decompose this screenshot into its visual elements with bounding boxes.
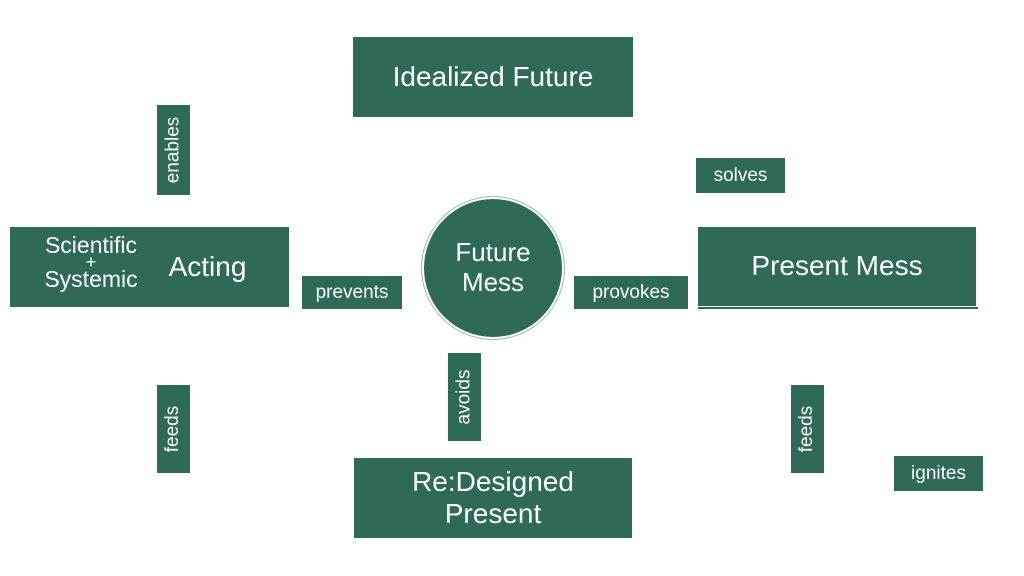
edge-label-solves: solves [696, 158, 785, 193]
node-present-mess-label: Present Mess [751, 250, 923, 282]
node-acting [10, 227, 289, 307]
node-future-mess: Future Mess [424, 199, 562, 337]
node-idealized-future: Idealized Future [353, 37, 633, 117]
node-redesigned-present-line2: Present [444, 498, 542, 529]
edge-label-provokes-text: provokes [592, 281, 670, 303]
edge-label-ignites-text: ignites [911, 462, 966, 484]
edge-label-provokes: provokes [574, 276, 688, 309]
acting-qualifier: Scientific + Systemic [26, 234, 156, 291]
edge-label-feeds-right-text: feeds [796, 405, 818, 453]
acting-qualifier-systemic: Systemic [44, 265, 138, 292]
node-present-mess-underline [698, 307, 978, 309]
edge-label-prevents: prevents [302, 276, 402, 309]
edge-label-prevents-text: prevents [315, 281, 389, 303]
node-future-mess-line1: Future [455, 237, 531, 268]
node-acting-label: Acting [168, 251, 247, 282]
edge-label-solves-text: solves [713, 164, 768, 186]
node-redesigned-present-line1: Re:Designed [412, 465, 574, 497]
node-redesigned-present: Re:Designed Present [354, 458, 632, 538]
edge-label-avoids-text: avoids [453, 369, 475, 425]
edge-label-feeds-left-text: feeds [162, 405, 184, 453]
edge-label-feeds-left: feeds [157, 385, 190, 473]
acting-qualifier-plus: + [85, 252, 97, 272]
acting-qualifier-scientific: Scientific [44, 232, 138, 258]
edge-label-avoids: avoids [448, 353, 481, 441]
node-present-mess: Present Mess [698, 227, 976, 306]
edge-label-feeds-right: feeds [791, 385, 824, 473]
edge-label-enables-text: enables [162, 116, 184, 184]
edge-label-enables: enables [157, 105, 190, 195]
node-future-mess-line2: Mess [461, 267, 525, 297]
node-idealized-future-label: Idealized Future [392, 60, 594, 92]
edge-label-ignites: ignites [894, 456, 983, 491]
